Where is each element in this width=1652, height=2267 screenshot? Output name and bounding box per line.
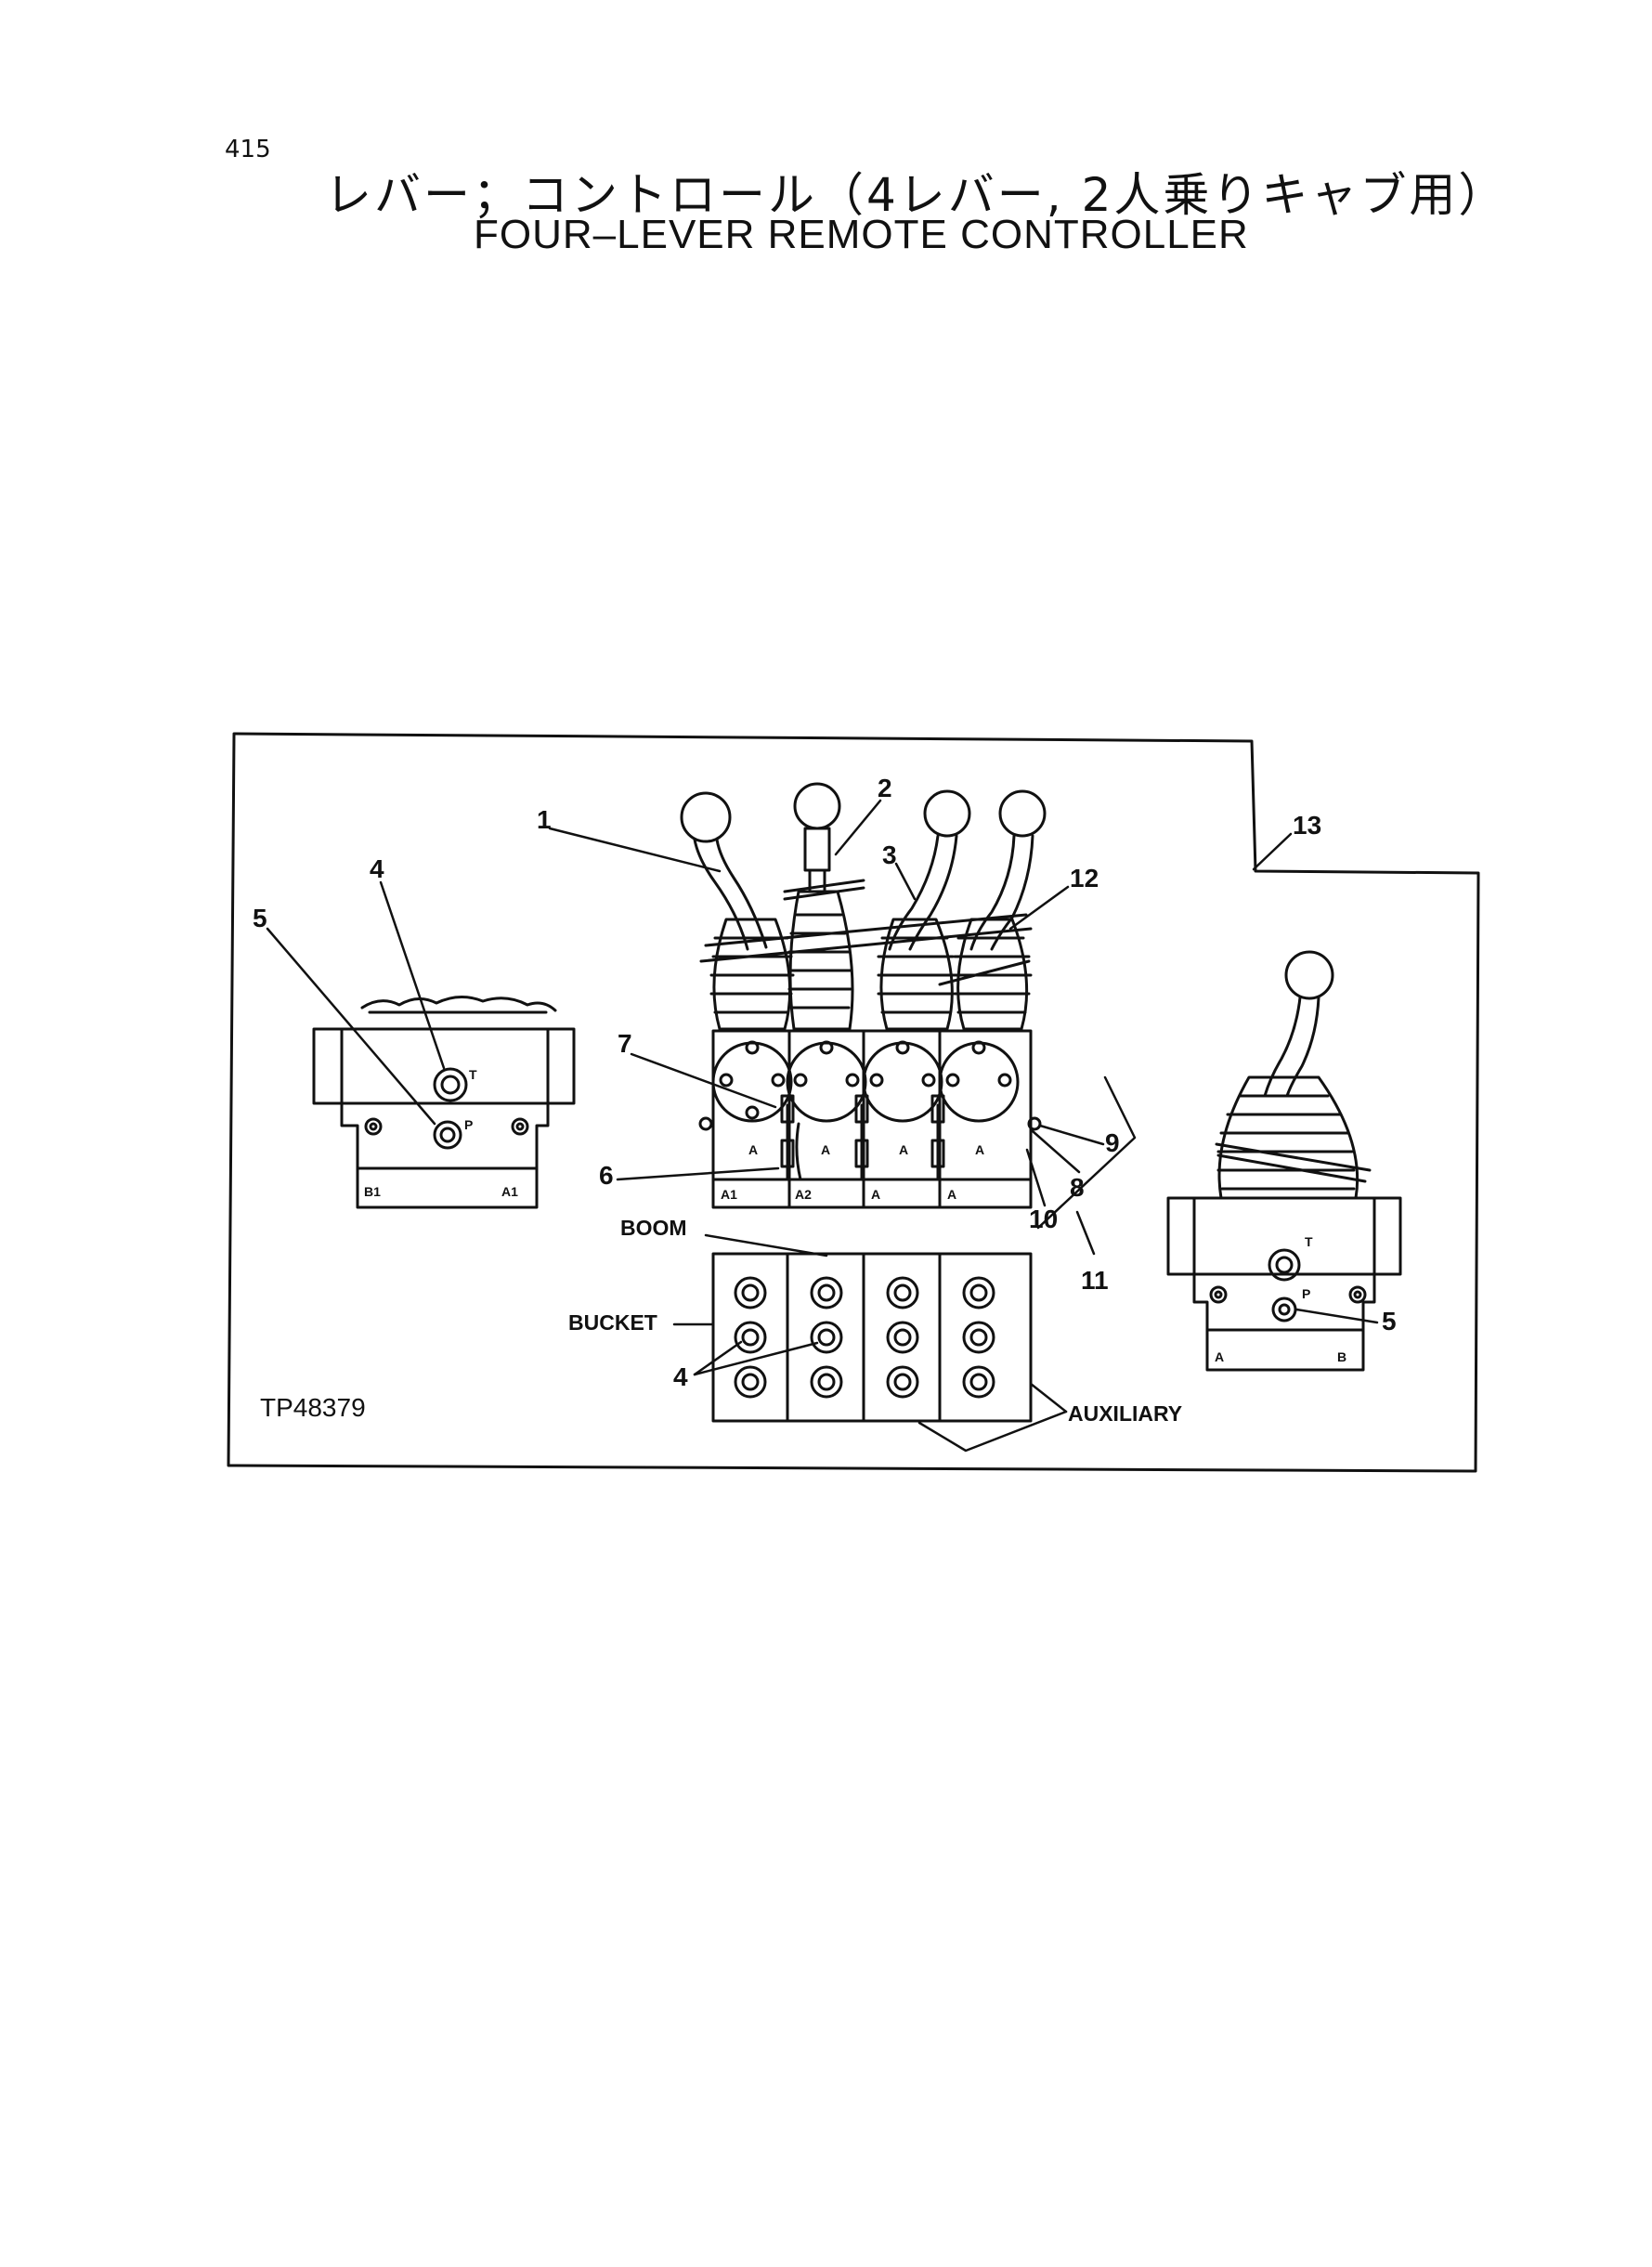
callout-9: 9 [1105,1128,1120,1157]
port-a-1: A [748,1142,758,1157]
port-b-right: B [1337,1349,1346,1364]
callout-8: 8 [1070,1173,1085,1202]
callout-2: 2 [878,774,892,802]
label-auxiliary: AUXILIARY [1068,1401,1182,1426]
port-a-bottom-3: A [871,1187,880,1202]
callout-4-bottom: 4 [673,1362,688,1391]
port-a-2: A [821,1142,830,1157]
port-a-4: A [975,1142,984,1157]
port-p-left: P [464,1117,473,1132]
callout-11: 11 [1081,1266,1109,1295]
callout-6: 6 [599,1161,614,1190]
page-number: 415 [225,136,271,163]
port-a2-center: A2 [795,1187,812,1202]
left-side-view [312,996,576,1209]
callout-5-right: 5 [1382,1307,1397,1335]
callout-4-left: 4 [370,854,384,883]
four-lever-assembly [680,782,1047,1209]
title-japanese: レバー；コントロール（4レバー, 2人乗りキャブ用） [325,168,1508,222]
right-side-view [1166,950,1402,1372]
callout-7: 7 [618,1029,632,1058]
callout-13: 13 [1293,811,1321,840]
port-t-right: T [1305,1234,1313,1249]
title-english: FOUR–LEVER REMOTE CONTROLLER [474,212,1249,257]
leader-lines [266,799,1379,1453]
port-t-left: T [469,1067,477,1082]
figure-reference-id: TP48379 [260,1393,366,1422]
callout-12: 12 [1070,864,1099,892]
callout-1: 1 [537,805,552,834]
callout-3: 3 [882,840,897,869]
label-bucket: BUCKET [568,1310,657,1335]
port-a-bottom-4: A [947,1187,956,1202]
bottom-port-view [711,1252,1033,1423]
figure-frame [227,732,1480,1473]
callout-5-left: 5 [253,904,267,932]
port-a-right: A [1215,1349,1224,1364]
port-a-3: A [899,1142,908,1157]
callout-10: 10 [1029,1205,1058,1233]
port-a1-center: A1 [721,1187,737,1202]
port-b1-left: B1 [364,1184,381,1199]
port-a1-left: A1 [501,1184,518,1199]
port-p-right: P [1302,1286,1310,1301]
label-boom: BOOM [620,1216,687,1240]
